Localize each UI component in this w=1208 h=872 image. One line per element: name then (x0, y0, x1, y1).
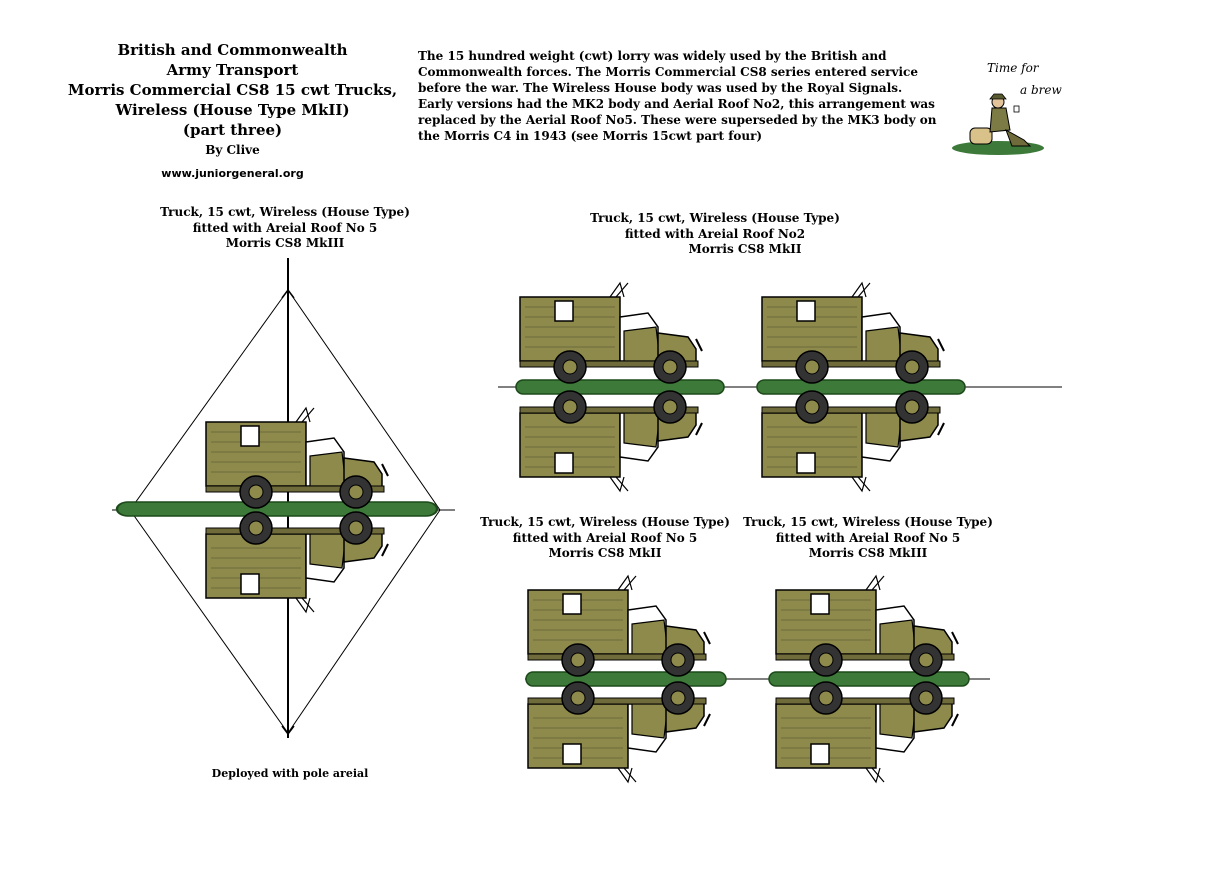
caption-line: fitted with Areial Roof No 5 (512, 530, 698, 545)
base-strip (515, 379, 725, 395)
truck-side-view (205, 407, 389, 509)
intro-line: replaced by the Aerial Roof No5. These w… (418, 113, 937, 127)
caption-line: Morris CS8 MkIII (808, 546, 928, 560)
caption-line: Morris CS8 MkII (548, 546, 662, 560)
base-strip (525, 671, 727, 687)
base-strip (756, 379, 966, 395)
caption-bottom-a: Truck, 15 cwt, Wireless (House Type) fit… (470, 515, 740, 562)
caption-left: Truck, 15 cwt, Wireless (House Type) fit… (150, 205, 420, 252)
caption-bottom-b: Truck, 15 cwt, Wireless (House Type) fit… (733, 515, 1003, 562)
title-line: Wireless (House Type MkII) (115, 101, 350, 119)
truck-side-view (519, 282, 703, 384)
title-line: Army Transport (166, 61, 299, 79)
truck-side-view (775, 575, 959, 677)
truck-side-view-mirrored (527, 681, 711, 783)
truck-side-view-mirrored (761, 390, 945, 492)
pole-aerial (112, 258, 455, 738)
logo-line-1: Time for (987, 61, 1040, 75)
caption-line: Truck, 15 cwt, Wireless (House Type) (743, 515, 993, 529)
caption-line: Truck, 15 cwt, Wireless (House Type) (160, 205, 410, 219)
truck-side-view (761, 282, 945, 384)
caption-line: fitted with Areial Roof No2 (624, 226, 806, 241)
truck-side-view-mirrored (519, 390, 703, 492)
base-strip (115, 500, 439, 518)
caption-line: Morris CS8 MkIII (225, 236, 345, 250)
truck-side-view-mirrored (775, 681, 959, 783)
intro-line: Commonwealth forces. The Morris Commerci… (418, 65, 918, 79)
intro-paragraph: The 15 hundred weight (cwt) lorry was wi… (418, 48, 958, 144)
title-line: Morris Commercial CS8 15 cwt Trucks, (67, 81, 398, 99)
logo-line-2: a brew (1020, 83, 1062, 97)
caption-line: fitted with Areial Roof No 5 (775, 530, 961, 545)
truck-side-view (527, 575, 711, 677)
caption-line: Morris CS8 MkII (688, 242, 802, 256)
title-line: (part three) (182, 121, 283, 139)
intro-line: Early versions had the MK2 body and Aeri… (418, 97, 935, 111)
caption-line: Truck, 15 cwt, Wireless (House Type) (480, 515, 730, 529)
title-line: British and Commonwealth (117, 41, 348, 59)
site-url[interactable]: www.juniorgeneral.org (161, 167, 304, 180)
deployed-caption: Deployed with pole areial (211, 767, 369, 780)
base-strip (768, 671, 970, 687)
intro-line: before the war. The Wireless House body … (418, 81, 903, 95)
caption-line: Truck, 15 cwt, Wireless (House Type) (590, 211, 840, 225)
intro-line: the Morris C4 in 1943 (see Morris 15cwt … (418, 129, 763, 143)
caption-line: fitted with Areial Roof No 5 (192, 220, 378, 235)
caption-top-right: Truck, 15 cwt, Wireless (House Type) fit… (580, 211, 850, 258)
page-title: British and Commonwealth Army Transport … (40, 40, 425, 140)
truck-side-view-mirrored (205, 511, 389, 613)
intro-line: The 15 hundred weight (cwt) lorry was wi… (418, 49, 887, 63)
author-byline: By Clive (205, 143, 260, 157)
time-for-a-brew-logo: Time for a brew (952, 61, 1062, 155)
